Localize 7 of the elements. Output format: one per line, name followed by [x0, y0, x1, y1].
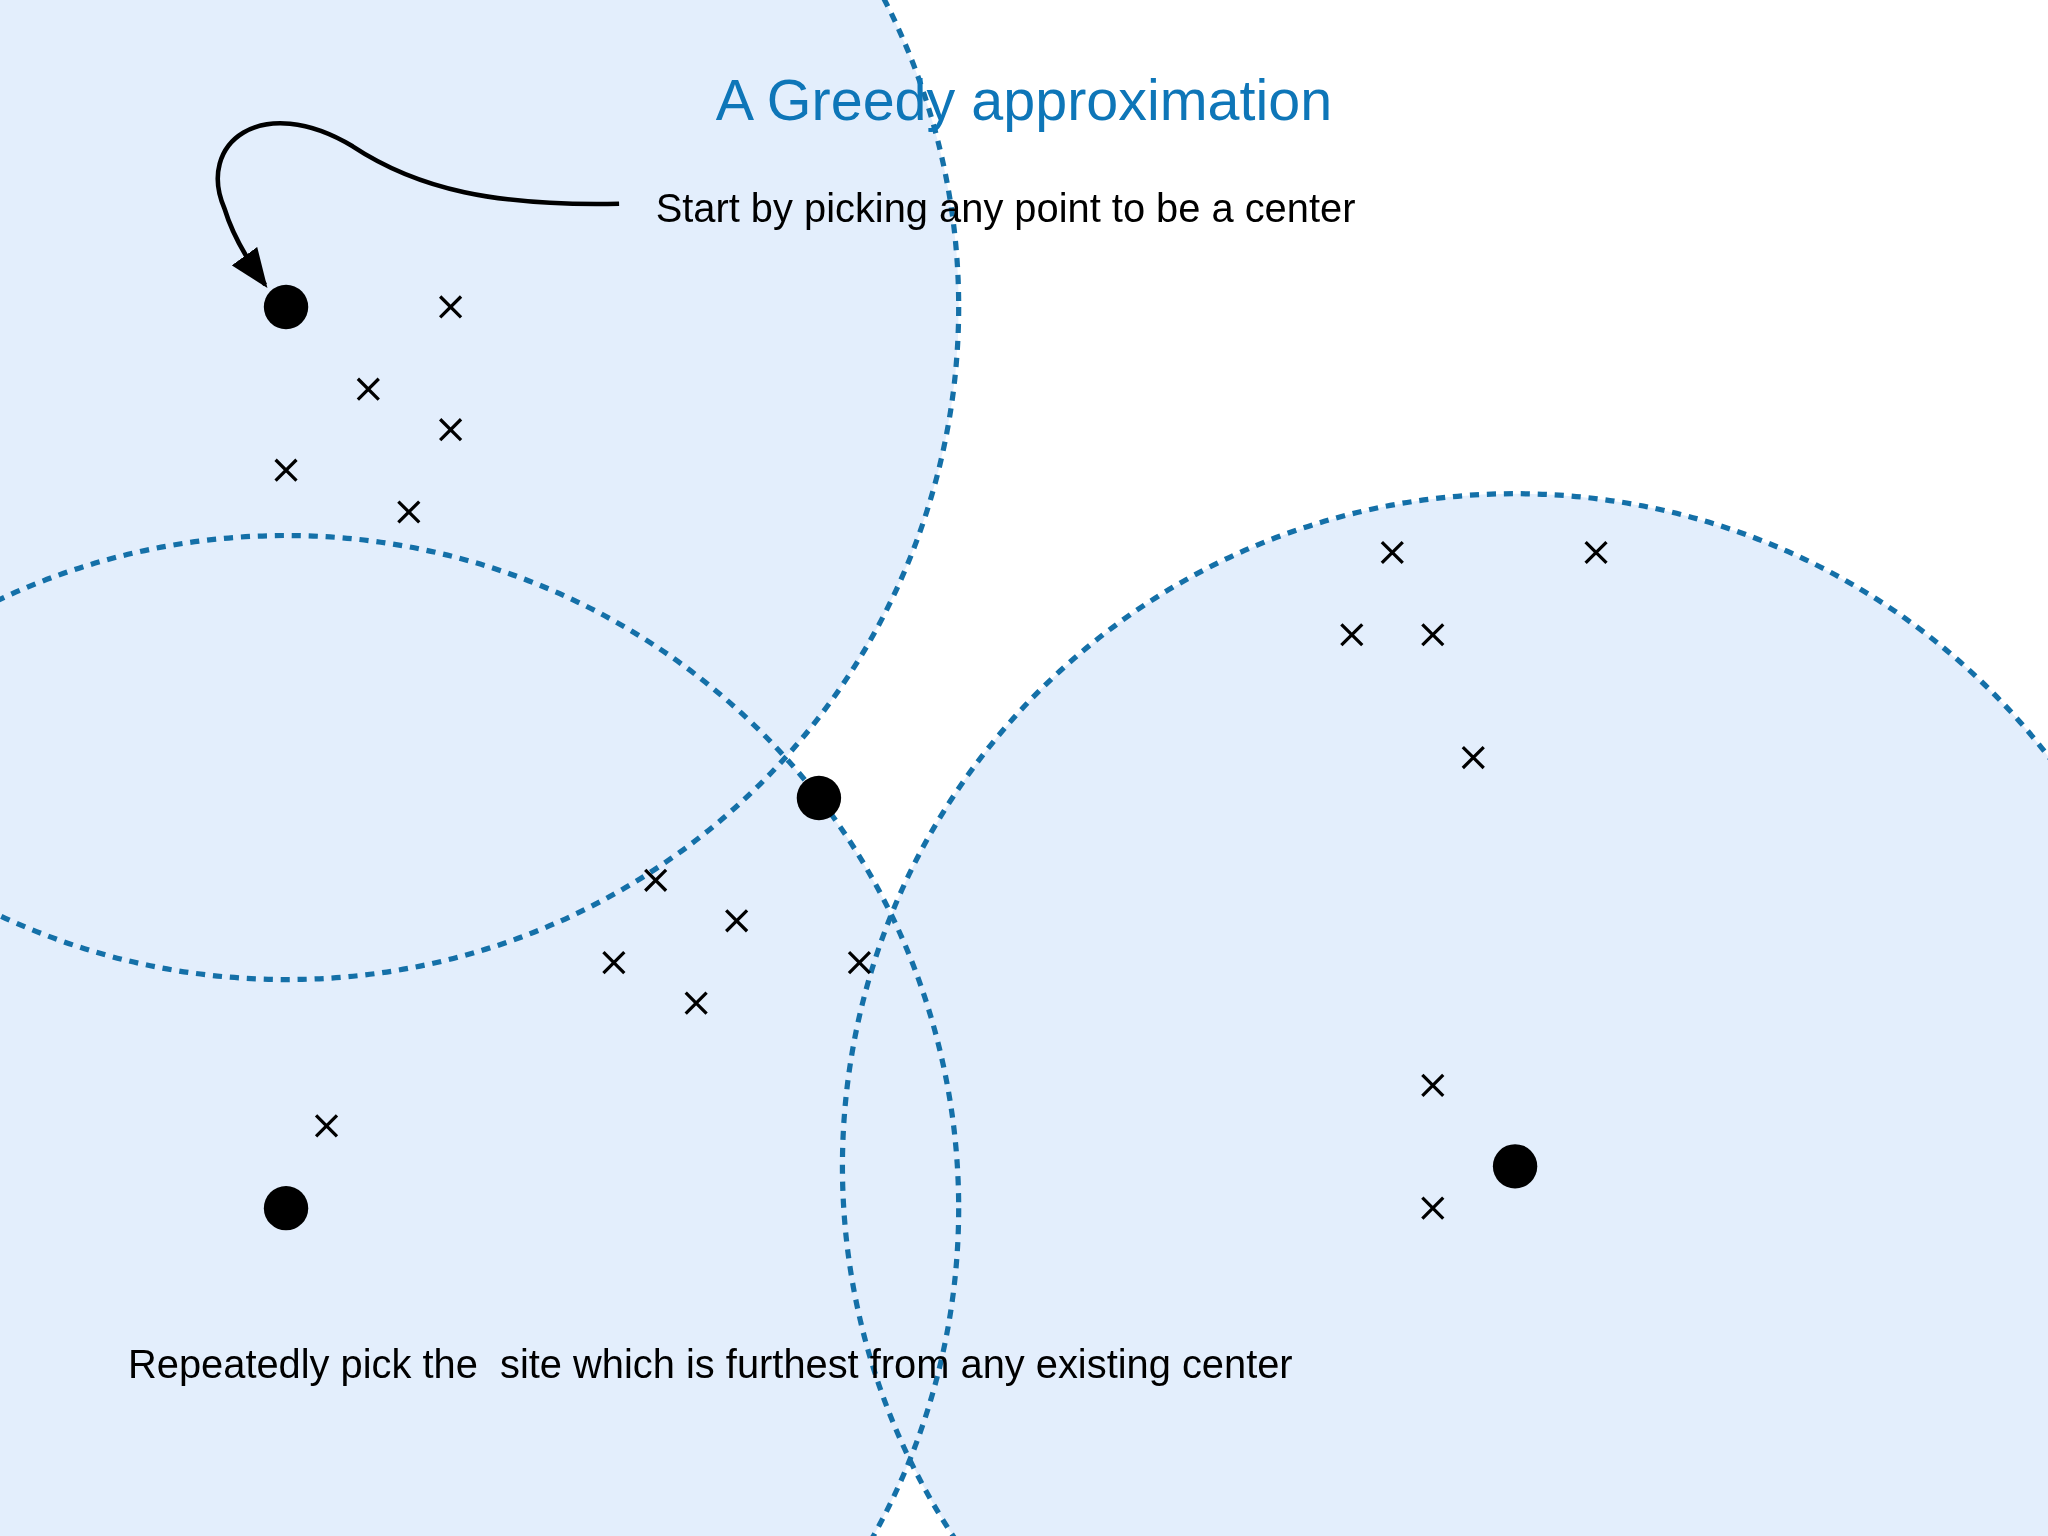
center-dot — [263, 284, 309, 330]
center-dot — [796, 775, 842, 821]
callout-text: Start by picking any point to be a center — [655, 185, 1356, 232]
curved-arrow — [215, 121, 620, 288]
center-dot — [263, 1185, 309, 1231]
slide-title: A Greedy approximation — [714, 67, 1334, 134]
center-dot — [1492, 1144, 1538, 1189]
